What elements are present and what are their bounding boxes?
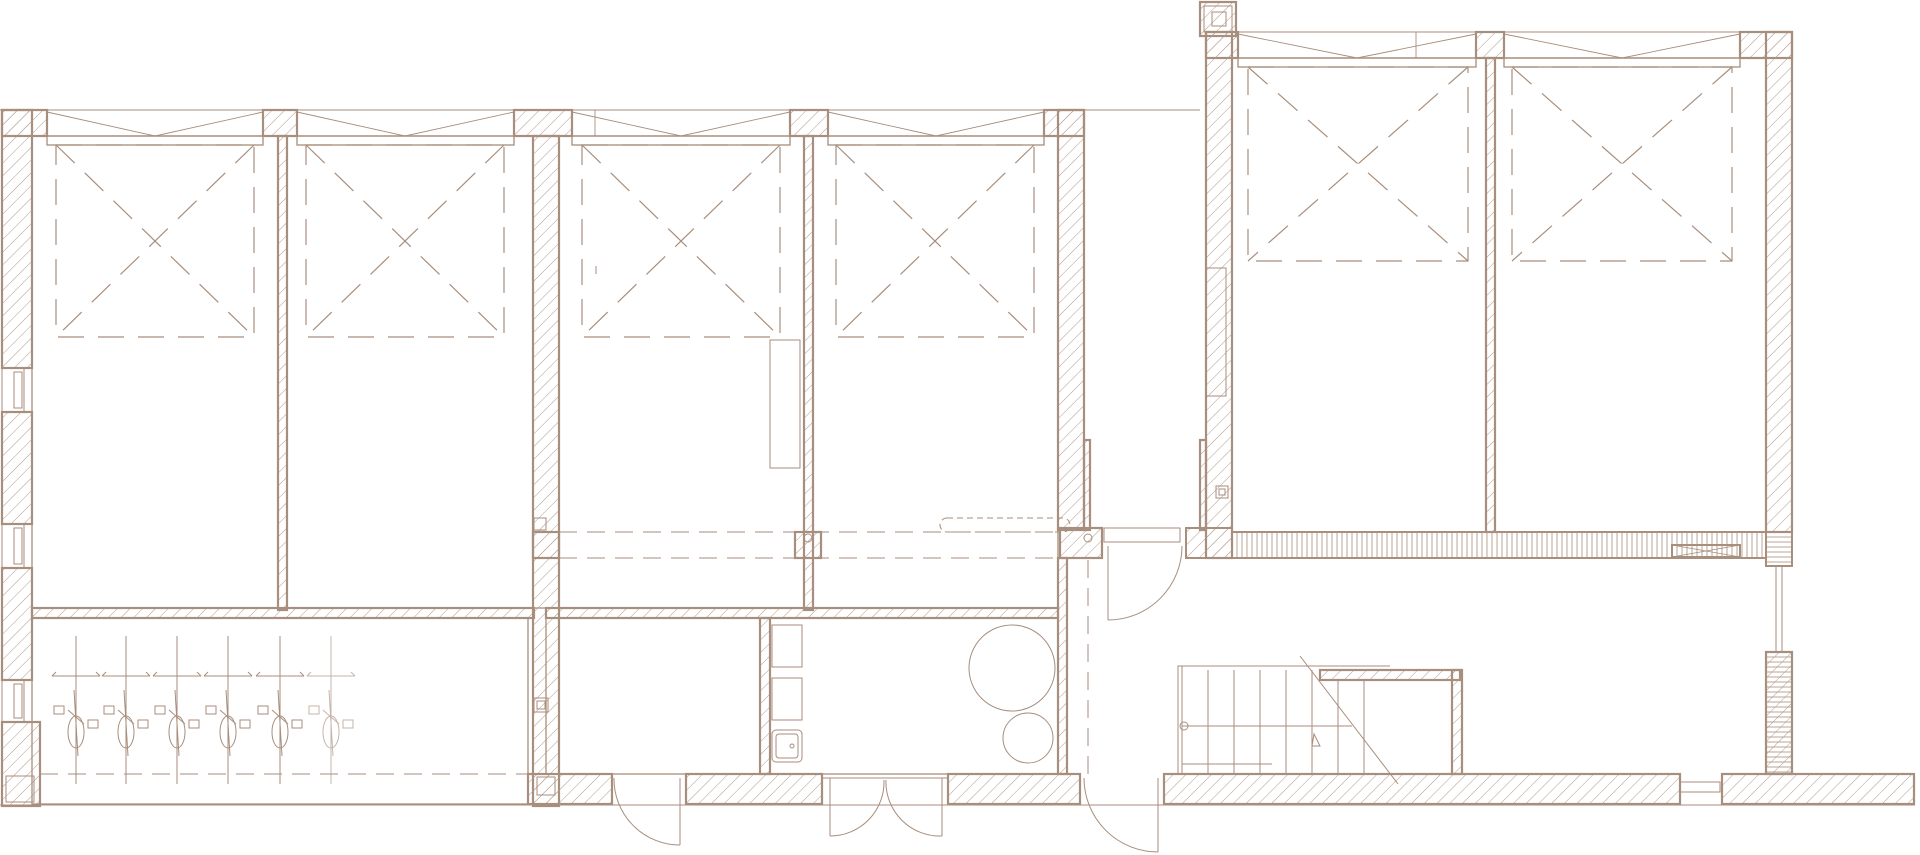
wall-service-divider [758,616,772,776]
column-1 [531,530,561,560]
staircase [1177,655,1399,785]
corridor-band [1185,527,1793,775]
pier-top-3 [512,108,574,138]
pier-right-top-3 [1474,30,1506,60]
storage-unit-2 [771,677,803,721]
counter-furniture [769,339,801,469]
wall-right-block-west [1204,30,1234,560]
walls [0,0,1916,808]
skylights [55,66,1733,338]
wall-lobby-left [1056,556,1069,776]
fixtures [1,5,1783,803]
overhead-lines [40,531,1089,775]
wall-right-left-block [1056,108,1086,532]
tank-small [1002,712,1054,764]
roof-ridge-lines [46,32,1741,137]
wall-left-of-lobby [1198,438,1208,532]
partition-right [1484,56,1497,534]
wall-stair-top [1318,668,1462,682]
wall-bottom-5 [1720,772,1916,806]
door-bottom-double [822,777,948,837]
cabinet-right-block [1205,267,1227,397]
wall-left-upper [0,108,34,370]
skylight-1 [55,144,255,338]
door-bottom-entry [1083,777,1159,853]
wall-left-middle [0,410,34,526]
skylight-4 [835,144,1035,338]
skylight-2 [305,144,505,338]
doors [613,545,1183,853]
wall-bottom-3 [946,772,1082,806]
bicycle-4 [203,636,253,784]
tank-large [968,624,1056,712]
wall-stair-east [1450,668,1464,776]
wall-bottom-4 [1162,772,1682,806]
wall-service-top [544,606,1060,620]
wall-bottom-2 [684,772,824,806]
bicycle-5 [255,636,305,784]
bicycle-6 [306,636,356,784]
bicycle-2 [101,636,151,784]
wall-bike-room-top [30,606,536,620]
wall-left-lower [0,566,34,682]
door-lobby [1107,545,1183,621]
skylight-6 [1511,66,1733,262]
bicycle-1 [51,636,101,784]
bench-outline [939,517,1071,533]
column-3 [1058,526,1104,560]
wall-stub-corridor [1082,438,1092,532]
pier-top-1 [0,108,49,138]
storage-unit-1 [771,624,803,668]
skylight-3 [581,144,781,338]
bicycle-3 [152,636,202,784]
partition-1 [276,134,289,612]
wall-bottom-1 [526,772,614,806]
sink [771,729,803,763]
column-2 [793,530,823,560]
bicycle-rack [51,636,356,784]
inner-outlines [31,57,1767,805]
pier-top-4 [788,108,830,138]
door-bottom-1 [613,777,681,846]
skylight-5 [1247,66,1469,262]
wall-right-block-east [1764,30,1794,534]
pier-top-2 [261,108,299,138]
